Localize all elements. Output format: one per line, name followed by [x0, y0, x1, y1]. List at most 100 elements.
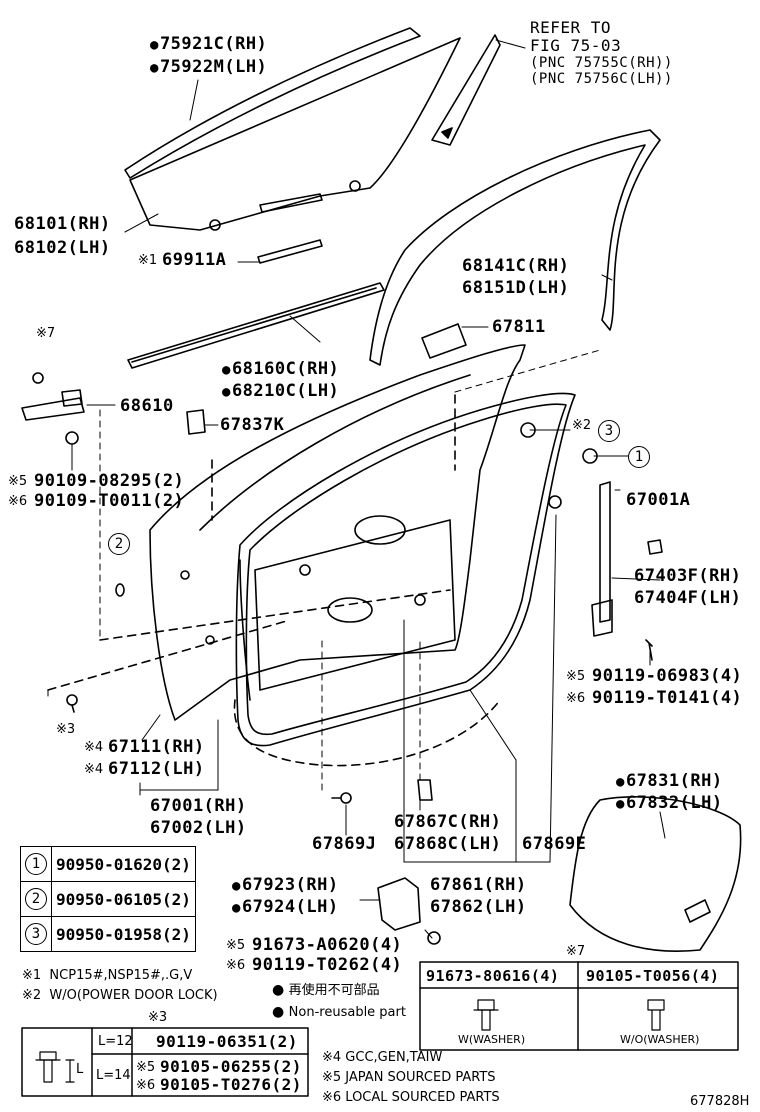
label-67832: 67832(LH) — [616, 793, 723, 814]
ref-num: 3 — [20, 916, 52, 952]
pad-shape — [421, 323, 467, 359]
label-67001: 67001(RH) — [150, 796, 247, 816]
division-bar-shape — [591, 481, 613, 637]
weatherstrip-shape — [235, 392, 576, 747]
label-67112: 67112(LH) — [108, 759, 205, 779]
note-bolt-a: ※5 — [8, 474, 28, 489]
label-68102: 68102(LH) — [14, 238, 111, 258]
l14-note-a: ※5 — [136, 1060, 156, 1075]
label-68141: 68141C(RH) — [462, 256, 570, 276]
note-69911: ※1 — [138, 253, 158, 268]
door-panel-shape — [149, 344, 526, 721]
label-68610: 68610 — [120, 396, 174, 416]
label-68210: 68210C(LH) — [222, 381, 339, 402]
label-67837: 67837K — [220, 415, 285, 435]
l14-label: L=14 — [96, 1068, 131, 1083]
refer-line1: REFER TO — [530, 18, 612, 37]
hinge-shape — [21, 372, 85, 445]
label-bolt-b: 90109-T0011(2) — [34, 491, 185, 511]
clip-shapes — [520, 422, 663, 661]
note-1: ※1 NCP15#,NSP15#,.G,V — [22, 968, 193, 983]
label-67924: 67924(LH) — [232, 897, 339, 918]
label-bolt-c: 90119-06983(4) — [592, 666, 743, 686]
projection-dashes — [47, 349, 601, 791]
bolt-table-cap1: W(WASHER) — [458, 1033, 526, 1046]
diagram-id: 677828H — [690, 1094, 750, 1109]
ref-num: 1 — [20, 846, 52, 882]
note-bolt-f: ※6 — [226, 958, 246, 973]
label-68160: 68160C(RH) — [222, 359, 339, 380]
note-67111: ※4 — [84, 740, 104, 755]
ref-pn: 90950-06105(2) — [51, 881, 196, 917]
note-bolt-c: ※5 — [566, 669, 586, 684]
bolt-detail-shapes — [35, 999, 665, 1083]
l14-pn-a: 90105-06255(2) — [160, 1057, 302, 1076]
ref-num: 2 — [20, 881, 52, 917]
callout-3: 3 — [598, 420, 620, 442]
l12-pn: 90119-06351(2) — [156, 1032, 298, 1051]
bolt-table-col1: 91673-80616(4) — [426, 967, 560, 985]
label-bolt-f: 90119-T0262(4) — [252, 955, 403, 975]
label-bolt-d: 90119-T0141(4) — [592, 688, 743, 708]
label-75922: 75922M(LH) — [150, 57, 267, 78]
label-bolt-a: 90109-08295(2) — [34, 471, 185, 491]
label-67831: 67831(RH) — [616, 771, 723, 792]
label-67403: 67403F(RH) — [634, 566, 742, 586]
label-67868: 67868C(LH) — [394, 834, 502, 854]
note-3: ※3 — [148, 1010, 168, 1025]
callout-2: 2 — [108, 533, 130, 555]
label-75921: 75921C(RH) — [150, 34, 267, 55]
refer-sash-shape — [431, 34, 501, 146]
note-bolt-b: ※6 — [8, 494, 28, 509]
door-glass-shape — [129, 37, 461, 264]
l14-note-b: ※6 — [136, 1078, 156, 1093]
bolt-table-cap2: W/O(WASHER) — [620, 1033, 700, 1046]
bolt-table-col2: 90105-T0056(4) — [586, 967, 720, 985]
note-ref2: ※2 — [572, 418, 592, 433]
plug-shape — [115, 583, 125, 597]
bottom-right-box — [419, 961, 739, 1051]
note-6: ※6 LOCAL SOURCED PARTS — [322, 1090, 500, 1105]
label-67861: 67861(RH) — [430, 875, 527, 895]
refer-line3: (PNC 75755C(RH)) — [530, 55, 673, 71]
note3-left: ※3 — [56, 722, 76, 737]
note-7: ※7 — [566, 944, 586, 959]
label-67811: 67811 — [492, 317, 546, 337]
trim-outline-dashed — [47, 394, 501, 767]
label-67923: 67923(RH) — [232, 875, 339, 896]
l-dim: L — [76, 1062, 84, 1077]
reinforcement-shape — [377, 877, 421, 931]
note-2: ※2 W/O(POWER DOOR LOCK) — [22, 988, 218, 1003]
note-67112: ※4 — [84, 762, 104, 777]
spacer-shape — [186, 409, 206, 435]
legend-en: ● Non-reusable part — [272, 1004, 406, 1020]
label-67002: 67002(LH) — [150, 818, 247, 838]
ref-pn: 90950-01958(2) — [51, 916, 196, 952]
note-4: ※4 GCC,GEN,TAIW — [322, 1050, 443, 1065]
label-68151: 68151D(LH) — [462, 278, 570, 298]
bolt-shapes — [66, 694, 441, 945]
callout-1: 1 — [628, 446, 650, 468]
label-67001A: 67001A — [626, 490, 691, 510]
label-67869J: 67869J — [312, 834, 377, 854]
run-channel-shape — [369, 129, 661, 366]
belt-moulding-shape — [127, 282, 385, 369]
label-67867: 67867C(RH) — [394, 812, 502, 832]
l12-label: L=12 — [98, 1034, 133, 1049]
leader-lines — [71, 39, 666, 939]
legend-jp: ● 再使用不可部品 — [272, 982, 380, 998]
note-bolt-e: ※5 — [226, 938, 246, 953]
label-67862: 67862(LH) — [430, 897, 527, 917]
note7-top: ※7 — [36, 326, 56, 341]
silencer-shape — [569, 796, 742, 952]
label-68101: 68101(RH) — [14, 214, 111, 234]
note-bolt-d: ※6 — [566, 691, 586, 706]
outer-moulding-shape — [124, 27, 421, 179]
label-67111: 67111(RH) — [108, 737, 205, 757]
ref-pn: 90950-01620(2) — [51, 846, 196, 882]
refer-line2: FIG 75-03 — [530, 36, 622, 55]
bottom-left-box — [21, 1027, 309, 1097]
